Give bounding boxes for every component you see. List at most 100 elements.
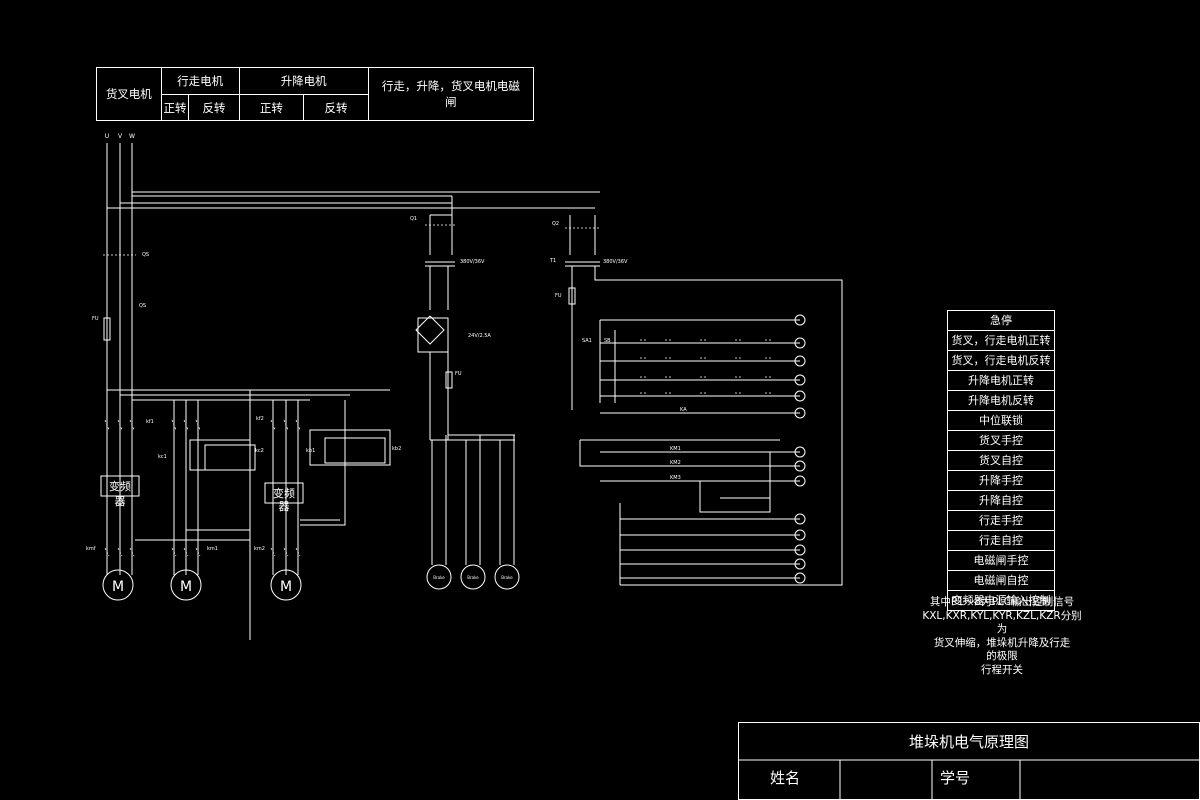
control-function-table: 急停货叉，行走电机正转货叉，行走电机反转升降电机正转升降电机反转中位联锁货叉手控… xyxy=(947,310,1055,611)
motor-label: M xyxy=(112,579,124,595)
contactor-label: kmf xyxy=(86,546,96,552)
branch-line xyxy=(300,400,346,526)
contactor-label: kb1 xyxy=(306,448,315,454)
control-row: 升降电机正转 xyxy=(947,370,1055,391)
coil xyxy=(794,314,806,326)
control-row: 货叉，行走电机正转 xyxy=(947,330,1055,351)
contact xyxy=(129,419,135,431)
brake-coil xyxy=(460,564,486,590)
contact xyxy=(104,419,110,431)
contact-label: KM3 xyxy=(670,475,681,481)
student-id-label: 学号 xyxy=(940,769,970,787)
vfd-label: 变频 xyxy=(273,486,295,500)
coil xyxy=(794,513,806,525)
coil xyxy=(794,558,806,570)
control-row: 货叉自控 xyxy=(947,450,1055,471)
name-label: 姓名 xyxy=(770,769,800,787)
note-line: 行程开关 xyxy=(981,663,1023,676)
contactor-label: kc2 xyxy=(255,448,264,454)
plc-note: 其中P1～8为PLC输出控制信号 KXL,KXR,KYL,KYR,KZL,KZR… xyxy=(912,596,1092,677)
motor-label: M xyxy=(280,579,292,595)
lift-rev-cell: 反转 xyxy=(303,94,369,121)
coil xyxy=(794,390,806,402)
motor-circle xyxy=(270,569,302,601)
coil xyxy=(794,475,806,487)
brake-label: Brake xyxy=(501,575,513,580)
travel-motor-cell: 行走电机 xyxy=(160,67,240,95)
contactor-label: kc1 xyxy=(158,454,167,460)
coil xyxy=(794,446,806,458)
contact xyxy=(270,547,276,557)
coil xyxy=(794,374,806,386)
brake-label: Brake xyxy=(467,575,479,580)
control-row: 行走手控 xyxy=(947,510,1055,531)
control-row: 货叉，行走电机反转 xyxy=(947,350,1055,371)
coil xyxy=(794,529,806,541)
fork-motor-cell: 货叉电机 xyxy=(96,67,162,121)
bridge-rectifier xyxy=(415,315,445,345)
control-rail xyxy=(594,266,843,586)
note-line: KXL,KXR,KYL,KYR,KZL,KZR分别 xyxy=(922,609,1082,622)
contact xyxy=(117,419,123,431)
coil xyxy=(794,355,806,367)
contactor-label: km2 xyxy=(254,546,265,552)
motor-circle xyxy=(170,569,202,601)
note-line: 的极限 xyxy=(986,650,1018,662)
contactor-label: kf2 xyxy=(256,416,264,422)
lift-fwd-cell: 正转 xyxy=(238,94,305,121)
control-row: 电磁闸自控 xyxy=(947,570,1055,591)
control-row: 中位联锁 xyxy=(947,410,1055,431)
rectifier-box xyxy=(417,317,449,353)
phase-label: V xyxy=(118,133,123,140)
qs-label: QS xyxy=(139,303,146,309)
contact xyxy=(195,419,201,431)
contact xyxy=(283,547,289,557)
contact-label: KM2 xyxy=(670,460,681,466)
note-line: 货叉伸缩，堆垛机升降及行走 xyxy=(933,636,1071,649)
drawing-title: 堆垛机电气原理图 xyxy=(909,733,1029,751)
contact xyxy=(183,419,189,431)
contactor-label: kf1 xyxy=(146,419,154,425)
contact xyxy=(117,547,123,557)
contact xyxy=(295,419,301,431)
breaker-label: Q2 xyxy=(552,221,559,227)
title-block: 堆垛机电气原理图 姓名 学号 xyxy=(738,722,1200,800)
contact xyxy=(171,547,177,557)
note-line: 为 xyxy=(996,623,1008,635)
control-row: 升降电机反转 xyxy=(947,390,1055,411)
coil xyxy=(794,572,806,584)
wiring xyxy=(106,143,843,640)
interlock-box xyxy=(204,444,256,471)
rectifier-label: 24V/2.5A xyxy=(468,333,491,339)
vfd-label: 变频 xyxy=(109,479,131,493)
motor-circle xyxy=(102,569,134,601)
vfd-label: 器 xyxy=(279,500,290,513)
contact-label: KA xyxy=(680,407,687,413)
control-row: 货叉手控 xyxy=(947,430,1055,451)
contact xyxy=(270,419,276,431)
vfd-label: 器 xyxy=(115,495,126,508)
contact xyxy=(295,547,301,557)
control-row: 电磁闸手控 xyxy=(947,550,1055,571)
qs-label: QS xyxy=(142,252,149,258)
header-table: 货叉电机 行走电机 升降电机 行走，升降，货叉电机电磁闸 正转 反转 正转 反转 xyxy=(96,67,535,121)
phase-label: U xyxy=(105,133,109,140)
brake-coil xyxy=(494,564,520,590)
travel-fwd-cell: 正转 xyxy=(160,94,190,121)
vfd-box xyxy=(100,475,140,497)
brake-cell: 行走，升降，货叉电机电磁闸 xyxy=(367,67,535,121)
note-line: 其中P1～8为PLC输出控制信号 xyxy=(929,596,1075,608)
brake-coil xyxy=(426,564,452,590)
phase-label: W xyxy=(129,133,135,140)
logic-wire xyxy=(579,440,600,467)
contact-label: KM1 xyxy=(670,446,681,452)
fuse-label: FU xyxy=(455,371,462,377)
control-row: 行走自控 xyxy=(947,530,1055,551)
control-row: 升降自控 xyxy=(947,490,1055,511)
interlock-box xyxy=(309,429,391,466)
coil xyxy=(794,544,806,556)
fuse xyxy=(103,317,111,341)
contact xyxy=(104,547,110,557)
